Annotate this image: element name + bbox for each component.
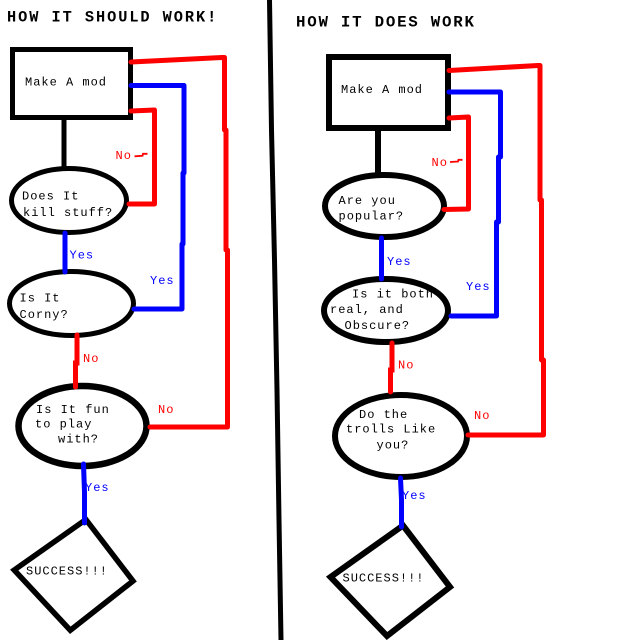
svg-text:Yes: Yes (85, 481, 110, 495)
svg-text:Is It fun: Is It fun (36, 403, 110, 417)
svg-text:No: No (398, 359, 414, 373)
svg-text:Yes: Yes (150, 274, 175, 288)
svg-text:No: No (158, 403, 174, 417)
svg-text:popular?: popular? (339, 210, 405, 224)
svg-text:No: No (116, 149, 132, 163)
svg-text:Corny?: Corny? (20, 308, 69, 322)
svg-text:to play: to play (35, 418, 92, 432)
svg-text:kill stuff?: kill stuff? (23, 206, 113, 220)
svg-text:Yes: Yes (387, 255, 412, 269)
svg-text:No: No (83, 352, 99, 366)
svg-text:you?: you? (377, 439, 410, 453)
svg-text:Is It: Is It (20, 292, 61, 306)
svg-text:HOW IT SHOULD WORK!: HOW IT SHOULD WORK! (7, 8, 218, 26)
svg-text:Make A mod: Make A mod (25, 76, 107, 90)
svg-text:No: No (474, 409, 490, 423)
svg-text:with?: with? (58, 433, 99, 447)
svg-text:Do the: Do the (359, 408, 408, 422)
svg-text:HOW IT DOES WORK: HOW IT DOES WORK (296, 14, 476, 32)
svg-text:No: No (432, 156, 448, 170)
svg-text:Yes: Yes (466, 280, 491, 294)
svg-text:real, and: real, and (330, 303, 404, 317)
svg-text:Does It: Does It (22, 190, 79, 204)
svg-text:SUCCESS!!!: SUCCESS!!! (343, 572, 425, 586)
svg-text:Are you: Are you (339, 194, 396, 208)
svg-text:trolls Like: trolls Like (346, 423, 436, 437)
svg-text:Obscure?: Obscure? (345, 319, 411, 333)
svg-text:Yes: Yes (402, 489, 427, 503)
svg-text:SUCCESS!!!: SUCCESS!!! (26, 565, 108, 579)
svg-text:Make A mod: Make A mod (341, 83, 423, 97)
svg-text:Yes: Yes (70, 249, 95, 263)
svg-text:Is it both: Is it both (352, 288, 434, 302)
